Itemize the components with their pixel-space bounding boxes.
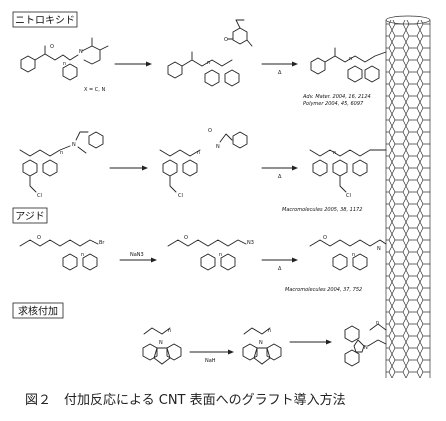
atom-o: O: [224, 37, 228, 43]
azide-product: O N n: [309, 235, 387, 271]
reference: Adv. Mater. 2004, 16, 2124: [302, 94, 371, 100]
repeat-n: n: [81, 252, 84, 258]
reagent-label: NaH: [205, 358, 216, 364]
reference: Polymer 2004, 45, 6097: [303, 101, 364, 107]
section-chloromethyl: Cl n N Cl n O N Δ: [19, 128, 387, 213]
repeat-n: n: [349, 56, 352, 62]
azide-reactant: O Br n: [19, 235, 105, 271]
section-label-box: [12, 207, 48, 224]
atom-n: N: [364, 345, 368, 351]
repeat-n: n: [168, 328, 171, 334]
heat-label: Δ: [278, 174, 282, 180]
repeat-n: n: [207, 60, 210, 66]
azide-intermediate: O N3 n: [167, 235, 254, 271]
atom-o: O: [208, 128, 212, 134]
reference: Macromolecules 2005, 38, 1172: [282, 207, 362, 213]
nitroxide-reactant: O N n X = C, N: [20, 37, 109, 93]
chloromethyl-product: Cl n: [309, 149, 387, 199]
atom-o: O: [37, 235, 41, 241]
substituent-note: X = C, N: [84, 87, 105, 93]
section-label: ニトロキシド: [15, 16, 75, 27]
repeat-n: n: [60, 150, 63, 156]
section-label: アジド: [15, 212, 45, 223]
carbazole-product: N n: [344, 320, 387, 367]
repeat-n: n: [63, 61, 66, 67]
heat-label: Δ: [278, 70, 282, 76]
reference: Macromolecules 2004, 37, 752: [285, 287, 362, 293]
nitroxide-product: n: [310, 47, 387, 83]
reagent-label: NaN3: [130, 252, 144, 258]
carbon-nanotube: [385, 15, 431, 378]
atom-cl: Cl: [178, 193, 183, 199]
atom-o: O: [184, 235, 188, 241]
section-label: 求核付加: [18, 305, 58, 318]
repeat-n: n: [376, 320, 379, 326]
atom-n: N: [159, 340, 163, 346]
repeat-n: n: [352, 252, 355, 258]
section-nucleophilic-addition: 求核付加 N n NaH N n N n: [12, 302, 387, 367]
heat-label: Δ: [278, 266, 282, 272]
repeat-n: n: [333, 150, 336, 156]
atom-n3: N3: [247, 240, 254, 246]
section-nitroxide: ニトロキシド O N n X = C, N n O: [12, 11, 387, 107]
chloromethyl-reactant: Cl n N: [19, 131, 104, 199]
atom-o: O: [323, 235, 327, 241]
section-azide: アジド O Br n NaN3 O N3 n Δ O N: [12, 207, 387, 293]
repeat-n: n: [197, 150, 200, 156]
chloromethyl-intermediate: Cl n O N: [159, 128, 248, 199]
repeat-n: n: [219, 252, 222, 258]
atom-cl: Cl: [37, 193, 42, 199]
atom-n: N: [377, 246, 381, 252]
repeat-n: n: [268, 328, 271, 334]
atom-br: Br: [99, 240, 105, 246]
nitroxide-intermediate: n O: [167, 19, 253, 87]
atom-n: N: [259, 340, 263, 346]
section-label-box: [12, 302, 64, 319]
carbazole-intermediate: N n: [242, 327, 282, 365]
section-label-box: [12, 11, 78, 28]
atom-cl: Cl: [346, 193, 351, 199]
carbazole-reactant: N n: [142, 327, 182, 365]
atom-n: N: [79, 49, 83, 55]
figure-caption: 図２ 付加反応による CNT 表面へのグラフト導入方法: [25, 392, 346, 408]
atom-n: N: [72, 142, 76, 148]
atom-n: N: [216, 144, 220, 150]
atom-o: O: [50, 44, 54, 50]
